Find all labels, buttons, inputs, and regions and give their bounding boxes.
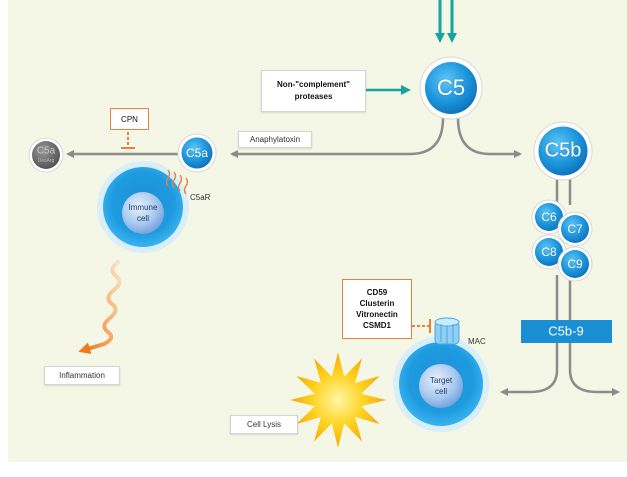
mac-pore <box>434 317 460 345</box>
c5ar-receptor-2 <box>171 171 177 189</box>
c8-label: C8 <box>541 245 557 259</box>
c6-label: C6 <box>541 210 557 224</box>
inflammation-wave-arrow <box>78 260 122 355</box>
c8-node <box>535 238 563 266</box>
regulator-csmd1: CSMD1 <box>362 321 391 330</box>
c5b9-right-arrow <box>568 343 620 396</box>
c6-node <box>535 203 563 231</box>
cpn-label: CPN <box>121 114 138 124</box>
anaphylatoxin-box: Anaphylatoxin <box>238 131 312 148</box>
mac-label: MAC <box>468 337 486 346</box>
target-cell-label: Target cell <box>430 375 452 397</box>
c5-to-c5a-arrow <box>230 117 445 158</box>
proteases-label: proteases <box>294 92 333 101</box>
cell-lysis-box: Cell Lysis <box>230 415 298 434</box>
c5a-desarg-sublabel: DesArg <box>37 158 55 164</box>
immune-cell-label: Immune cell <box>129 202 158 224</box>
non-complement-label: Non-"complement" <box>277 80 350 89</box>
c5ar-receptor-4 <box>183 177 189 195</box>
immune-cell-nucleus <box>122 192 164 234</box>
c5ar-receptor-1 <box>165 169 171 187</box>
cell-lysis-burst <box>290 352 386 448</box>
c5a-desarg-node <box>32 141 60 169</box>
c5b-label: C5b <box>544 139 582 162</box>
regulator-vitronectin: Vitronectin <box>356 310 398 319</box>
c5ar-receptor-3 <box>177 174 183 192</box>
c7-node <box>561 215 589 243</box>
target-cell-line2: cell <box>434 387 448 396</box>
regulator-clusterin: Clusterin <box>359 299 395 308</box>
regulators-box: CD59 Clusterin Vitronectin CSMD1 <box>342 279 412 339</box>
non-complement-proteases-box: Non-"complement" proteases <box>261 70 366 112</box>
regulator-cd59: CD59 <box>366 288 388 297</box>
inflammation-label: Inflammation <box>59 371 105 380</box>
c9-label: C9 <box>567 257 583 271</box>
c5b-node <box>538 126 588 176</box>
immune-cell-line1: Immune <box>128 203 158 212</box>
c5a-desarg-label: C5a <box>36 145 56 157</box>
target-cell-nucleus <box>419 364 463 408</box>
c5a-node <box>181 137 213 169</box>
anaphylatoxin-label: Anaphylatoxin <box>249 135 301 144</box>
immune-cell-line2: cell <box>136 214 149 223</box>
c7-label: C7 <box>567 222 583 236</box>
c5-label: C5 <box>436 75 466 100</box>
inflammation-box: Inflammation <box>44 366 120 385</box>
c5b9-label: C5b-9 <box>548 323 584 339</box>
c5-to-c5b-arrow <box>456 117 522 158</box>
c5ar-label: C5aR <box>190 193 211 202</box>
c5a-label: C5a <box>185 146 209 160</box>
c5b9-bar <box>521 320 612 343</box>
c5b9-to-target-arrow <box>500 343 559 396</box>
cell-lysis-label: Cell Lysis <box>247 420 281 429</box>
target-cell-line1: Target <box>429 376 453 385</box>
c5-node <box>425 62 477 114</box>
c9-node <box>561 250 589 278</box>
cpn-box: CPN <box>110 108 149 130</box>
